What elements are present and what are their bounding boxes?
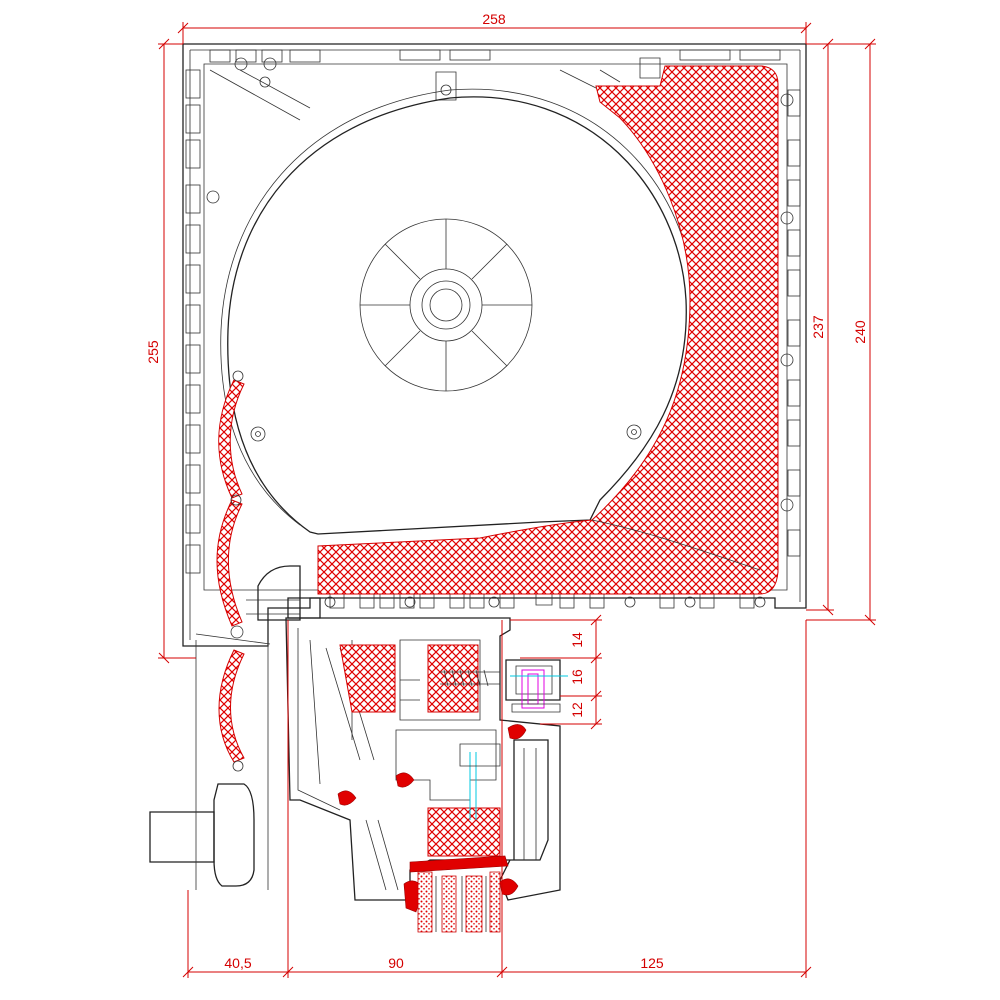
box-insulation [317, 65, 779, 595]
fixing-screw [440, 659, 568, 820]
guide-rail [195, 565, 321, 645]
right-wall-chambers [787, 89, 801, 557]
dim-left-height: 255 [145, 340, 161, 364]
dim-top-width: 258 [482, 11, 506, 27]
dim-small-a: 14 [569, 632, 585, 648]
dim-right-outer-height: 240 [852, 320, 868, 344]
top-wall-chambers [209, 49, 781, 63]
bottom-wall-chambers [329, 593, 755, 609]
dimension-lines [158, 22, 876, 978]
roller-drum [220, 88, 695, 535]
window-frame-profile [285, 617, 561, 913]
dim-right-inner-height: 237 [810, 315, 826, 339]
dim-bottom-left: 40,5 [224, 955, 251, 971]
left-wall-chambers [185, 69, 201, 574]
drum-spokes [360, 219, 532, 391]
dim-bottom-right: 125 [640, 955, 664, 971]
dim-small-c: 12 [569, 702, 585, 718]
glazing-unit [417, 871, 501, 933]
dim-bottom-mid: 90 [388, 955, 404, 971]
dim-small-b: 16 [569, 669, 585, 685]
shutter-slats [149, 370, 269, 890]
screw-bosses [206, 57, 794, 608]
